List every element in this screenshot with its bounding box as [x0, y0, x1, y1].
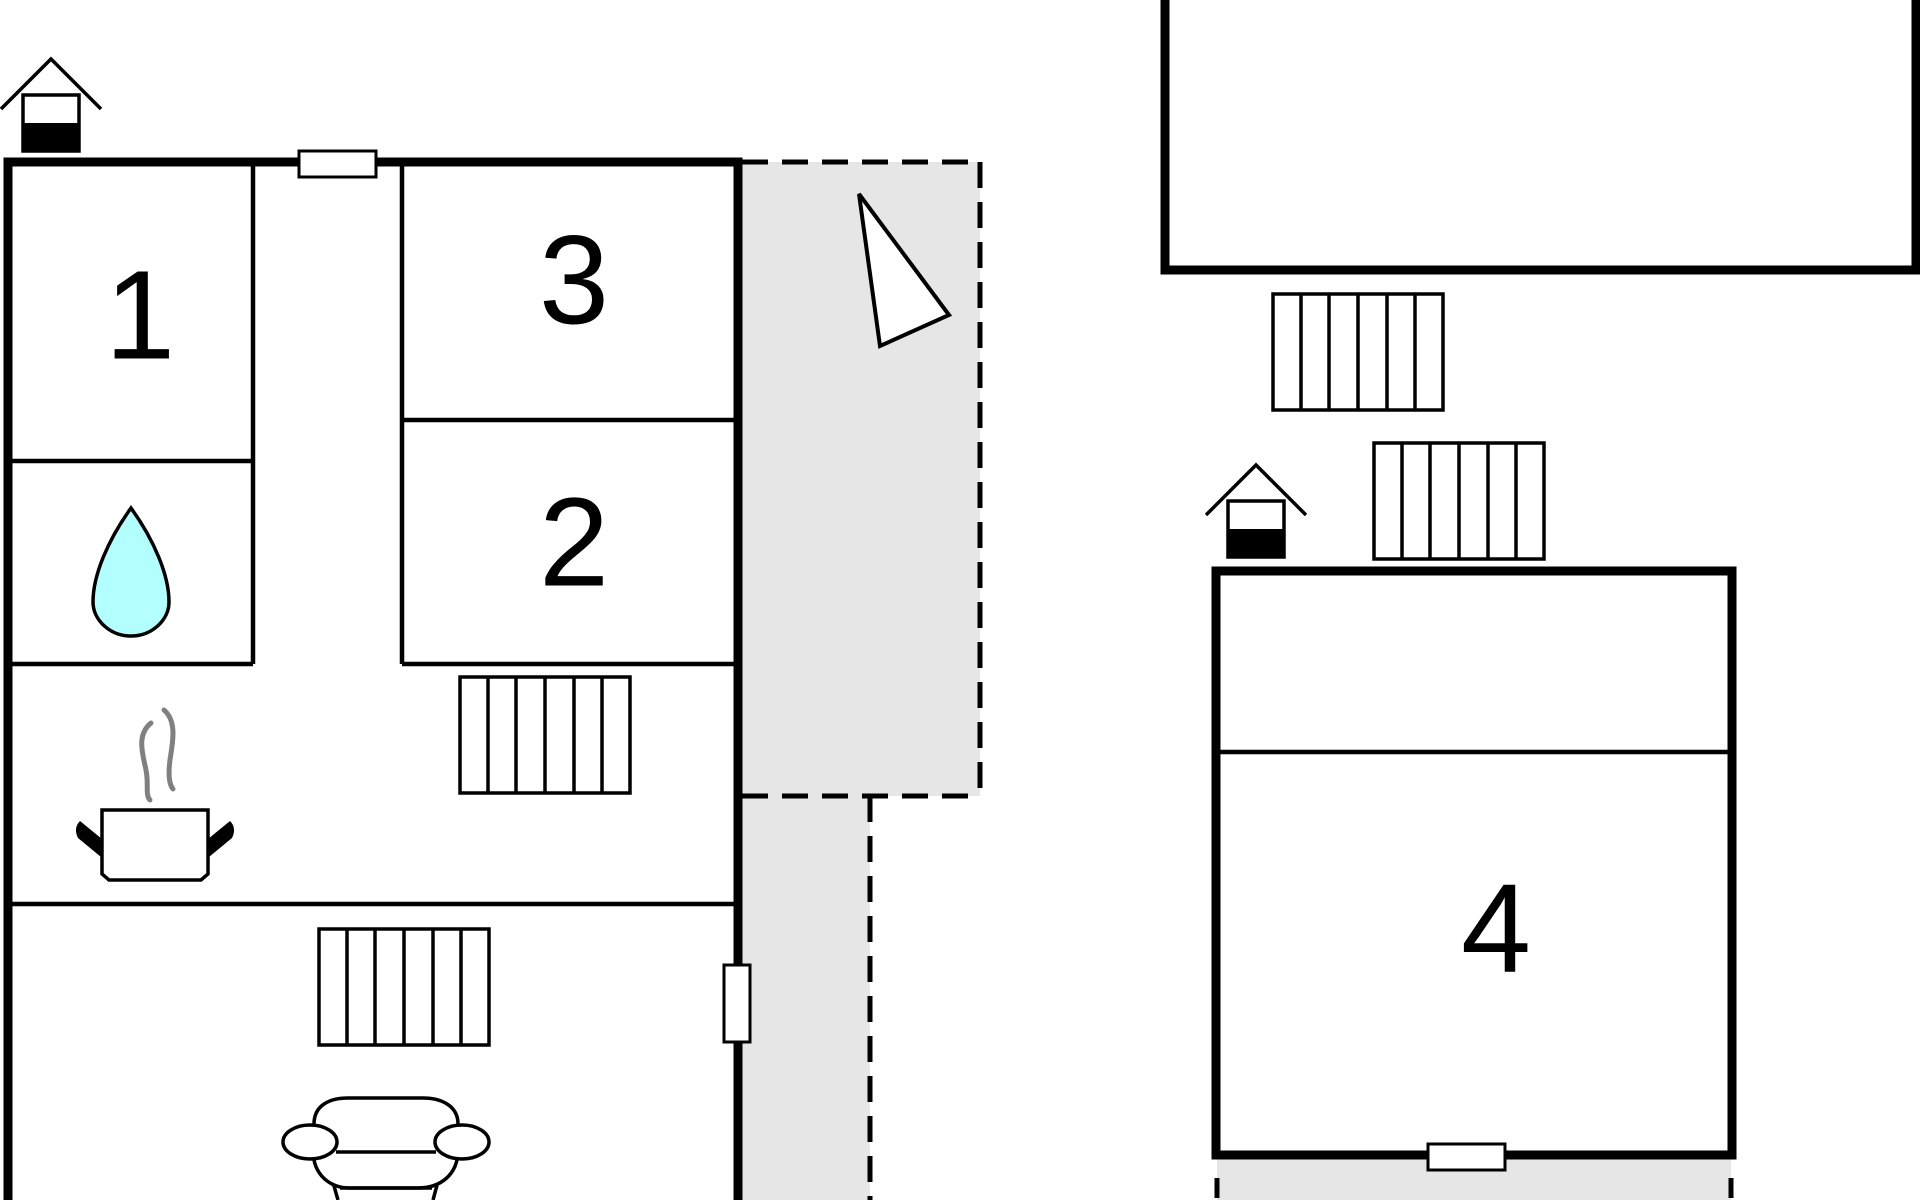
room-4-label: 4 [1461, 858, 1531, 999]
sofa-icon [281, 1096, 491, 1200]
annex-building-wall [1160, 0, 1920, 275]
window [722, 963, 752, 1044]
right-building: 4 [1204, 441, 1737, 1200]
left-building: 1 3 2 [0, 57, 983, 1200]
stairs-icon [317, 927, 491, 1047]
stairs-icon [1271, 292, 1445, 412]
terrace-pennant-icon [857, 192, 953, 349]
cooking-pot-icon [75, 707, 235, 882]
interior-walls [8, 162, 738, 907]
house-entrance-icon [1204, 463, 1308, 559]
stairs-icon [1372, 441, 1546, 561]
house-entrance-icon [0, 57, 103, 153]
water-drop-icon [91, 505, 171, 638]
room-1-label: 1 [105, 245, 175, 386]
stairs-icon [458, 675, 632, 795]
room-3-label: 3 [539, 210, 609, 351]
window [297, 149, 378, 179]
room-2-label: 2 [539, 472, 609, 613]
window [1426, 1142, 1507, 1172]
terrace-area [742, 159, 983, 1200]
